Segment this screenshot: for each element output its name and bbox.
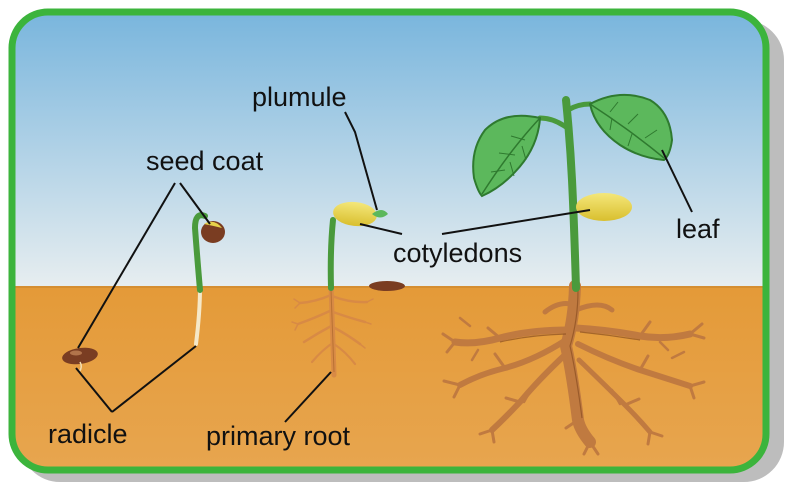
soil	[0, 286, 791, 489]
cotyledon-stage-4	[576, 193, 632, 221]
label-primary-root: primary root	[206, 421, 351, 451]
label-plumule: plumule	[252, 82, 347, 112]
label-radicle: radicle	[48, 419, 128, 449]
stem-stage-3	[331, 220, 333, 288]
shed-seed-coat	[369, 281, 405, 291]
label-seed-coat: seed coat	[146, 146, 264, 176]
label-cotyledons: cotyledons	[393, 238, 522, 268]
label-leaf: leaf	[676, 214, 720, 244]
